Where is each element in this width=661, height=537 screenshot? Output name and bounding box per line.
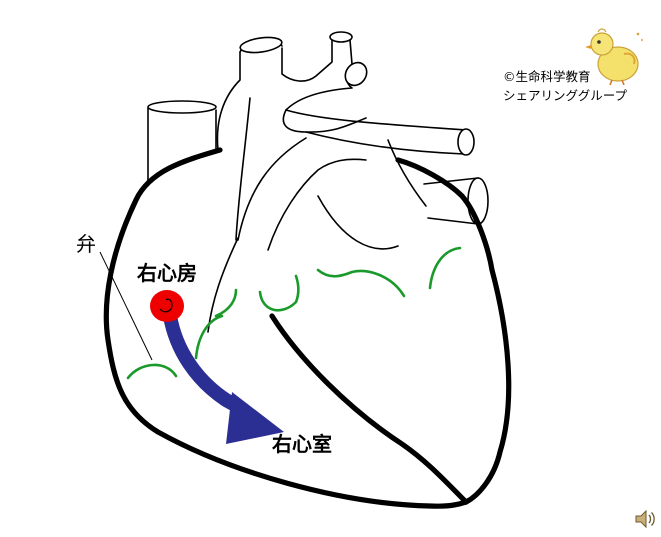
valve-label: 弁	[76, 232, 96, 256]
aorta	[216, 31, 368, 241]
blood-flow-arrow	[163, 314, 284, 444]
right-ventricle-label: 右心室	[272, 432, 332, 456]
tricuspid-valve	[126, 363, 178, 380]
pulmonary-vein	[423, 177, 489, 225]
superior-vena-cava	[147, 100, 217, 186]
mitral-valve-leaflet	[316, 268, 406, 298]
credit-line-1: ©生命科学教育	[503, 69, 591, 84]
right-atrium-label: 右心房	[137, 261, 197, 285]
blood-cell-dot	[150, 290, 184, 322]
mitral-valve-leaflet	[428, 246, 462, 290]
credit-line-2: シェアリンググループ	[503, 88, 628, 103]
speaker-icon[interactable]	[634, 509, 656, 529]
valve-pointer-line	[99, 251, 153, 361]
valves	[126, 246, 462, 380]
chick-icon	[585, 28, 643, 86]
copyright-credit: ©生命科学教育 シェアリンググループ	[503, 67, 627, 105]
pulmonary-valve-leaflet	[258, 274, 300, 312]
pulmonary-artery	[237, 109, 475, 251]
heart-outline	[103, 147, 512, 509]
aortic-valve-leaflet	[214, 288, 238, 318]
aortic-valve-leaflet	[194, 314, 224, 360]
